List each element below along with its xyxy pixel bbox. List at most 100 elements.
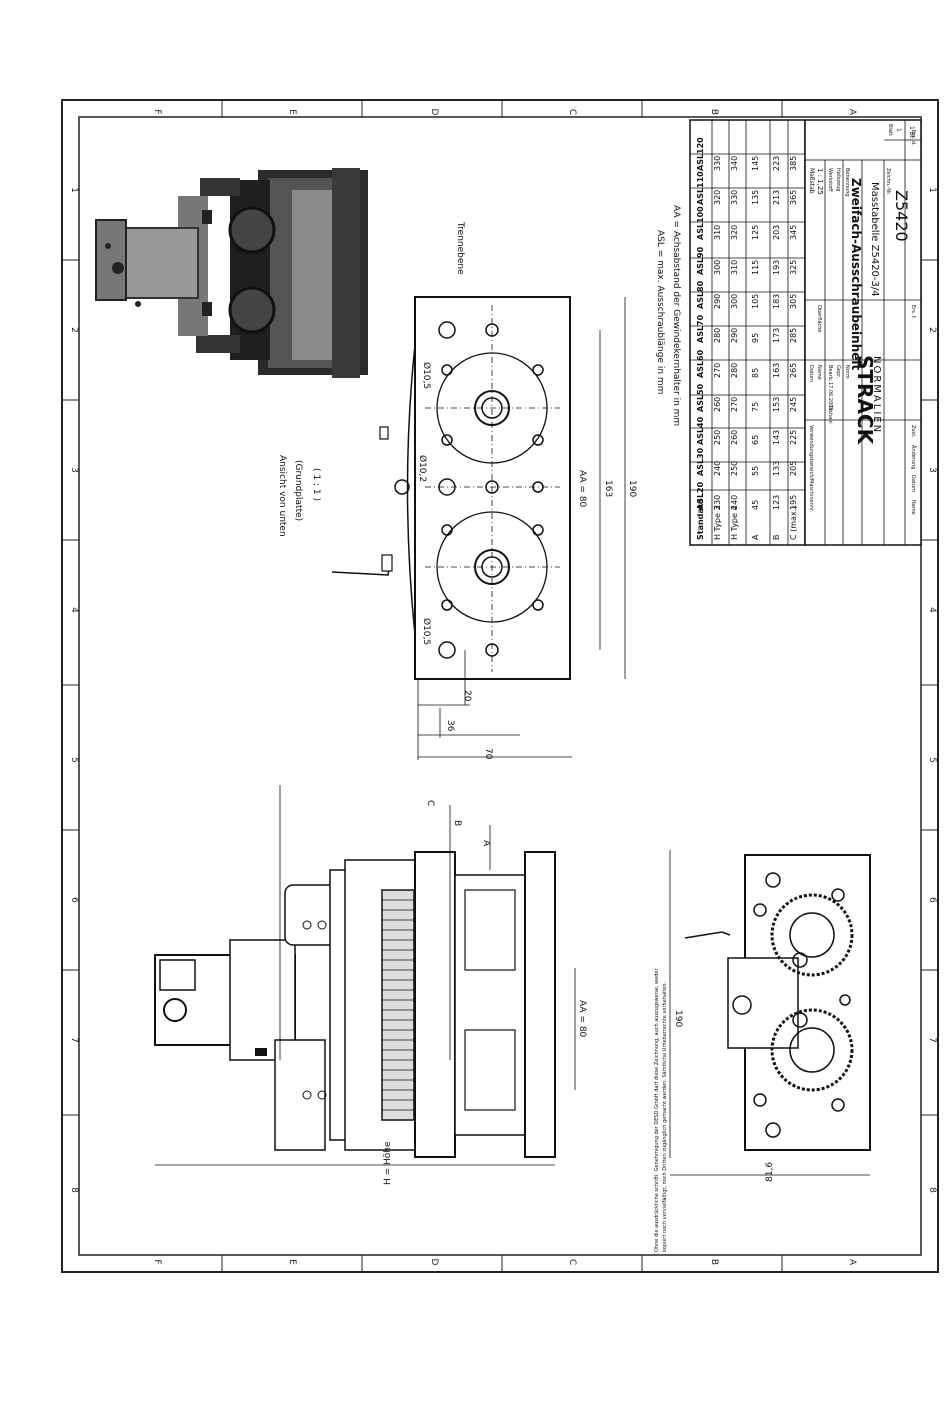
row-letter: F [152, 1259, 162, 1264]
row-letter: E [287, 1259, 297, 1265]
col-numbers-right: 1 2 3 4 5 6 7 8 [927, 187, 937, 1193]
col-number: 1 [927, 187, 937, 193]
name2-label: Name [910, 500, 916, 515]
dim-20: 20 [462, 690, 472, 702]
gepr-label: Gepr. [835, 365, 841, 379]
legend-line-2: AA = Achsabstand der Gewindekernhalter i… [671, 205, 681, 426]
row-letter: B [709, 109, 719, 115]
table-cell: 163 [772, 363, 781, 378]
name-label: Name [816, 365, 822, 380]
base-plate [414, 296, 571, 680]
table-cell: 250 [730, 461, 739, 476]
dim-190: 190 [627, 480, 637, 497]
row-letters-bottom: F E D C B A [152, 1259, 857, 1266]
table-cell: 310 [730, 260, 739, 275]
table-header-cell: ASL30 [696, 447, 705, 476]
blatt-label: Blatt [887, 124, 893, 136]
table-cell: 320 [713, 190, 722, 205]
norm-label: Norm [844, 365, 850, 379]
row-letter: A [847, 109, 857, 116]
table-header-cell: ASL40 [696, 416, 705, 445]
halbzeug-label: Halbzeug [835, 168, 841, 191]
col-number: 2 [69, 327, 79, 333]
title-block [804, 119, 922, 546]
table-header-cell: ASL110 [696, 171, 705, 205]
dimension-table [689, 119, 806, 546]
table-cell: 55 [751, 466, 760, 476]
col-number: 4 [69, 607, 79, 613]
table-cell: 270 [713, 363, 722, 378]
col-number: 3 [69, 467, 79, 473]
table-cell: 143 [772, 430, 781, 445]
outer-frame [61, 99, 939, 1273]
table-cell: 85 [751, 368, 760, 378]
table-cell: 173 [772, 328, 781, 343]
table-cell: 245 [789, 397, 798, 412]
row-letters-top: F E D C B A [152, 109, 857, 116]
col-numbers-left: 1 2 3 4 5 6 7 8 [69, 187, 79, 1193]
table-cell: 280 [730, 363, 739, 378]
table-header-cell: ASL100 [696, 206, 705, 240]
company-sub: NORMALIEN [871, 356, 882, 434]
row-letter: D [429, 109, 439, 116]
dim-36: 36 [445, 720, 455, 732]
view-subtitle: (Grundplatte) [293, 460, 303, 521]
zeichnr-label: Zeichn.-Nr. [885, 168, 891, 196]
scale-value: 1 : 1,25 [816, 168, 824, 195]
row-letter: F [152, 109, 162, 114]
table-cell: A [751, 534, 760, 540]
col-number: 4 [927, 607, 937, 613]
drawing-subtitle: Masstabelle Z5420-3/4 [869, 182, 880, 297]
table-cell: 285 [789, 328, 798, 343]
zust-label: Zust. [910, 425, 916, 438]
table-header-cell: Standard [696, 498, 705, 540]
row-letter: B [709, 1259, 719, 1265]
table-cell: 183 [772, 294, 781, 309]
table-cell: 123 [772, 495, 781, 510]
copyright-line-1: Ohne die ausdrückliche schriftl. Genehmi… [654, 968, 660, 1252]
col-number: 7 [69, 1037, 79, 1043]
bearb-name: Tashani [827, 404, 833, 424]
dim-70: 70 [483, 748, 493, 760]
dim-phi-3: Ø10,2 [417, 455, 428, 482]
table-cell: 213 [772, 190, 781, 205]
row-letter: C [567, 109, 577, 115]
legend-line-1: ASL = max. Ausschraublänge in mm [655, 230, 665, 394]
dim-c: C [425, 800, 435, 806]
drawing-number: Z5420 [892, 190, 911, 242]
werkstoff-label: Werkstoff [827, 168, 833, 192]
col-number: 1 [69, 187, 79, 193]
inner-frame [78, 116, 922, 1256]
dim-816: 81,6 [765, 1162, 775, 1182]
table-cell: 223 [772, 156, 781, 171]
table-cell: 250 [713, 430, 722, 445]
table-cell: 265 [789, 363, 798, 378]
table-header-cell: ASL120 [696, 137, 705, 171]
scale-label: Maßstab [808, 168, 815, 194]
dim-phi-2: Ø10,5 [421, 618, 432, 645]
table-cell: 75 [751, 402, 760, 412]
table-cell: 133 [772, 461, 781, 476]
gear-view [684, 854, 871, 1151]
col-number: 8 [69, 1187, 79, 1193]
dim-aa: AA = 80 [577, 470, 587, 508]
col-number: 6 [927, 897, 937, 903]
table-cell: 105 [751, 294, 760, 309]
col-number: 5 [69, 757, 79, 763]
table-cell: C (max.) [789, 506, 798, 540]
table-cell: 193 [772, 260, 781, 275]
bl-value: 1 Bl. [908, 126, 915, 140]
table-cell: 320 [730, 225, 739, 240]
table-cell: 153 [772, 397, 781, 412]
benennung-label: Benennung [844, 168, 850, 197]
bearb-date: 17.06.2003 [827, 382, 833, 411]
drawing-title: Zweifach-Ausschraubeinheit [849, 178, 863, 371]
table-header-cell: ASL20 [696, 481, 705, 510]
table-header-cell: ASL50 [696, 383, 705, 412]
table-cell: 260 [713, 397, 722, 412]
table-cell: 240 [713, 461, 722, 476]
side-view-labels: C B A AA = 80 H = Höhe 190 81,6 [383, 800, 775, 1185]
ers-label: Ers. f. [910, 305, 916, 319]
table-cell: 365 [789, 190, 798, 205]
